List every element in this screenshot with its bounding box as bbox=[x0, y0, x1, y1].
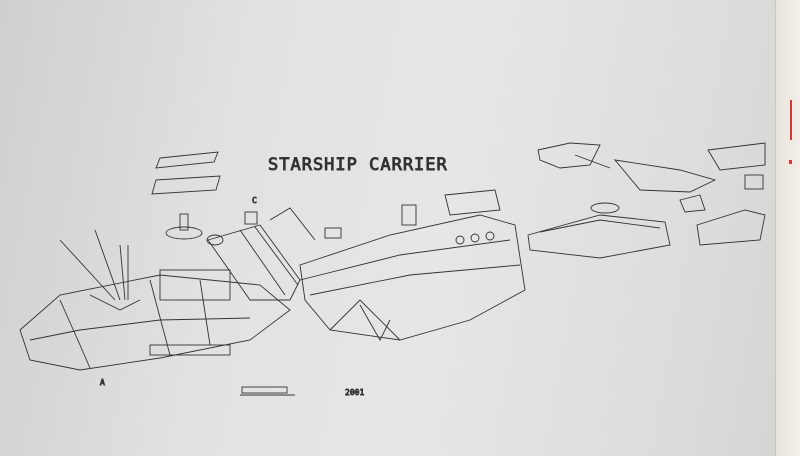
label-c: C bbox=[252, 196, 257, 205]
ramp-section bbox=[207, 207, 342, 301]
paper-edge bbox=[775, 0, 800, 456]
small-panels bbox=[151, 151, 224, 246]
red-dot bbox=[789, 160, 792, 164]
scale-bar bbox=[240, 386, 295, 396]
drawing-title: STARSHIP CARRIER bbox=[268, 155, 448, 175]
mid-hull bbox=[299, 189, 526, 341]
front-hull bbox=[19, 229, 291, 371]
label-a: A bbox=[100, 378, 105, 387]
signature-year: 2001 bbox=[345, 388, 364, 397]
red-mark bbox=[790, 100, 792, 140]
exploded-parts-right bbox=[527, 142, 766, 259]
